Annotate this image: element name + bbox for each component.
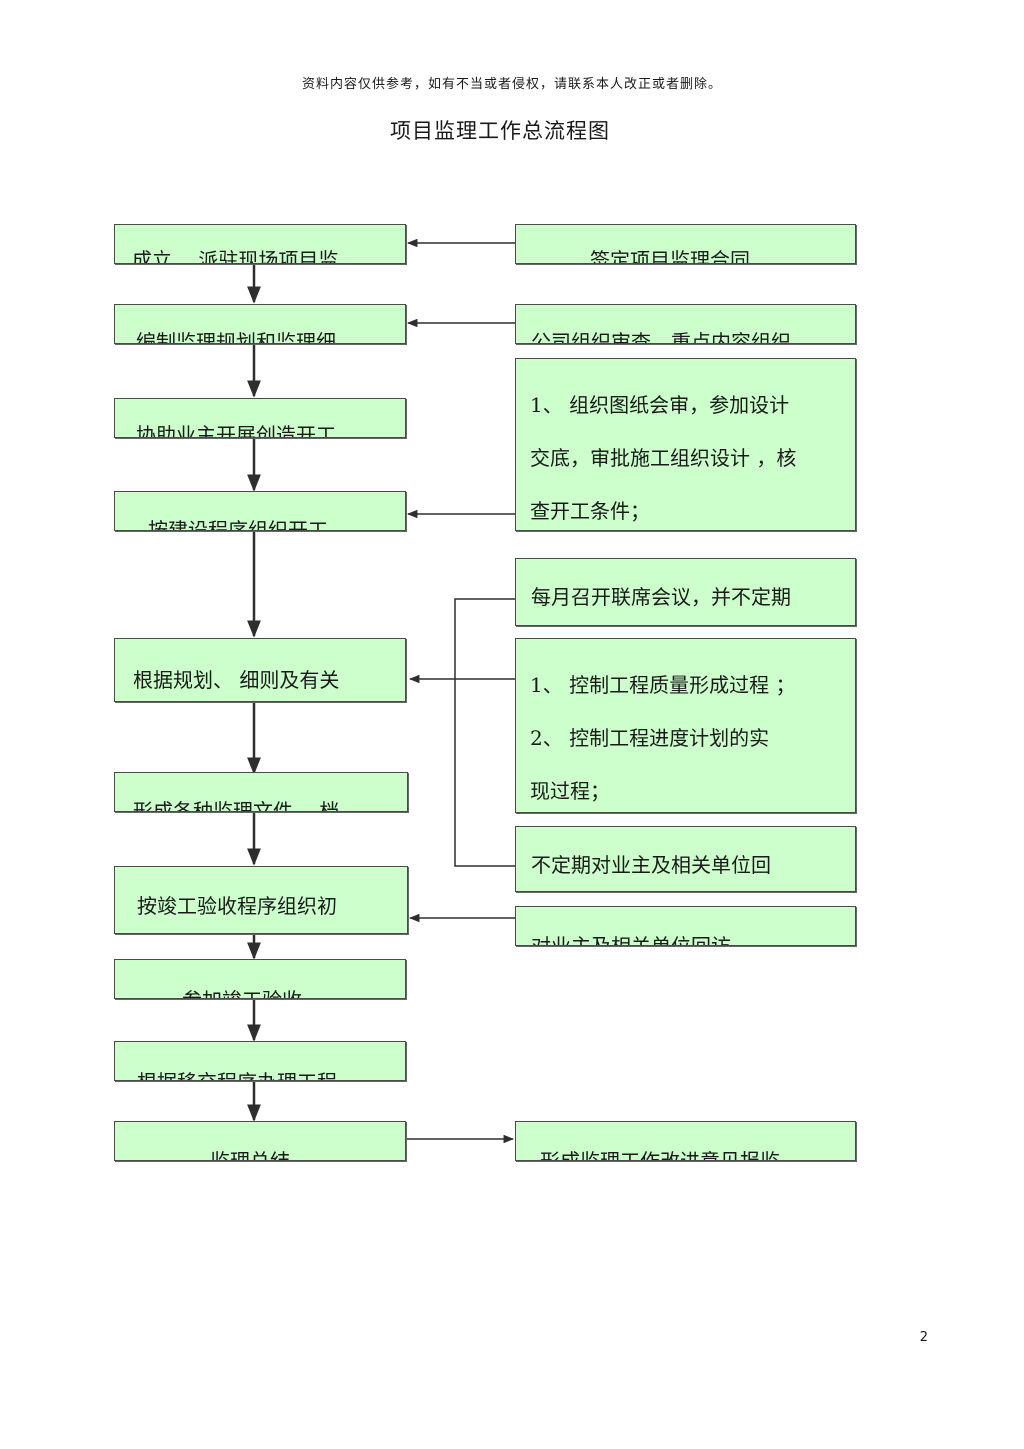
box-line: 交底，审批施工组织设计 ，核 (530, 446, 797, 470)
box-label: 每月召开联席会议，并不定期 (531, 585, 791, 609)
box-label: 对业主及相关单位回访 (531, 934, 731, 946)
box-start-preparation: 1、 组织图纸会审，参加设计 交底，审批施工组织设计 ，核 查开工条件； (515, 358, 856, 531)
step-preliminary-acceptance: 按竣工验收程序组织初 (114, 866, 408, 934)
step-label: 成立、 派驻现场项目监 (132, 248, 339, 264)
step-label: 参加竣工验收 (182, 984, 302, 998)
box-line: 现过程； (530, 779, 610, 803)
box-label: 签定项目监理合同 (590, 248, 750, 264)
step-label: 形成各种监理文件、 档 (133, 799, 340, 812)
step-label: 监理总结 (210, 1149, 290, 1161)
box-line: 2、 控制工程进度计划的实 (530, 726, 770, 750)
box-label: 不定期对业主及相关单位回 (531, 853, 771, 877)
box-sign-contract: 签定项目监理合同 (515, 224, 856, 264)
box-label: 形成监理工作改进意见报监 (540, 1149, 780, 1161)
step-label: 按竣工验收程序组织初 (137, 894, 337, 918)
box-label: 公司组织审查，重点内容组织 (531, 330, 791, 344)
box-company-review: 公司组织审查，重点内容组织 (515, 304, 856, 344)
box-monthly-meeting: 每月召开联席会议，并不定期 (515, 558, 856, 626)
step-label: 根据移交程序办理工程 (137, 1066, 337, 1080)
step-label: 根据规划、 细则及有关 (133, 668, 340, 692)
bracket-meeting-report (454, 598, 515, 867)
step-prepare-plan: 编制监理规划和监理细 (114, 304, 406, 344)
step-establish-team: 成立、 派驻现场项目监 (114, 224, 406, 264)
step-organize-start: 按建设程序组织开工 (114, 491, 406, 531)
box-line: 1、 控制工程质量形成过程 ； (530, 673, 796, 697)
step-assist-owner: 协助业主开展创造开工 (114, 398, 406, 438)
box-line: 查开工条件； (530, 499, 650, 523)
box-revisit: 对业主及相关单位回访 (515, 906, 856, 946)
page-number: 2 (919, 1330, 928, 1345)
step-label: 编制监理规划和监理细 (136, 330, 336, 344)
step-handover: 根据移交程序办理工程 (114, 1041, 406, 1081)
step-summary: 监理总结 (114, 1121, 406, 1161)
step-supervise-per-plan: 根据规划、 细则及有关 (114, 638, 406, 702)
step-label: 协助业主开展创造开工 (136, 423, 336, 438)
page-title: 项目监理工作总流程图 (390, 119, 610, 143)
step-form-documents: 形成各种监理文件、 档 (114, 772, 408, 812)
box-irregular-report: 不定期对业主及相关单位回 (515, 826, 856, 892)
step-label: 按建设程序组织开工 (148, 518, 328, 531)
box-line: 1、 组织图纸会审，参加设计 (530, 393, 790, 417)
box-improvement-report: 形成监理工作改进意见报监 (515, 1121, 856, 1161)
copyright-notice: 资料内容仅供参考，如有不当或者侵权，请联系本人改正或者删除。 (301, 77, 722, 92)
box-quality-schedule-control: 1、 控制工程质量形成过程 ； 2、 控制工程进度计划的实 现过程； (515, 638, 856, 813)
step-final-acceptance: 参加竣工验收 (114, 959, 406, 999)
